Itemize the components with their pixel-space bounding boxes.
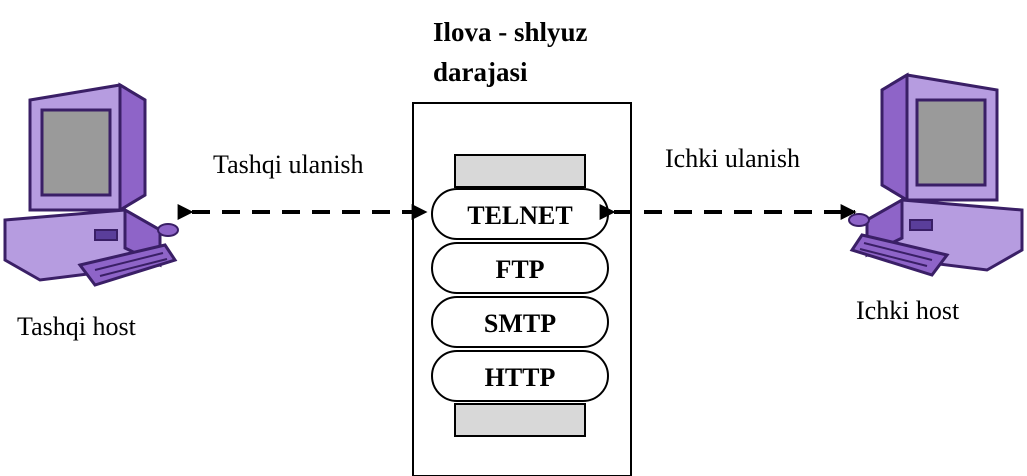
protocol-label-ftp: FTP [495, 255, 544, 284]
internal-host-computer-icon [847, 73, 1024, 277]
internal-host-label: Ichki host [856, 296, 960, 325]
gateway-title-line1: Ilova - shlyuz [433, 17, 588, 47]
protocol-label-telnet: TELNET [467, 201, 573, 230]
internal-connection-label: Ichki ulanish [665, 144, 801, 173]
protocol-label-smtp: SMTP [484, 309, 556, 338]
external-connection-label: Tashqi ulanish [213, 150, 364, 179]
external-host-label: Tashqi host [17, 312, 136, 341]
external-host-computer-icon [3, 83, 180, 287]
protocol-pill-ftp [431, 242, 609, 294]
protocol-pill-http [431, 350, 609, 402]
protocol-label-http: HTTP [485, 363, 556, 392]
gateway-top-bar [454, 154, 586, 188]
gateway-title-line2: darajasi [433, 57, 528, 87]
gateway-bottom-bar [454, 403, 586, 437]
protocol-pill-smtp [431, 296, 609, 348]
gateway-title: Ilova - shlyuz darajasi [433, 12, 663, 92]
